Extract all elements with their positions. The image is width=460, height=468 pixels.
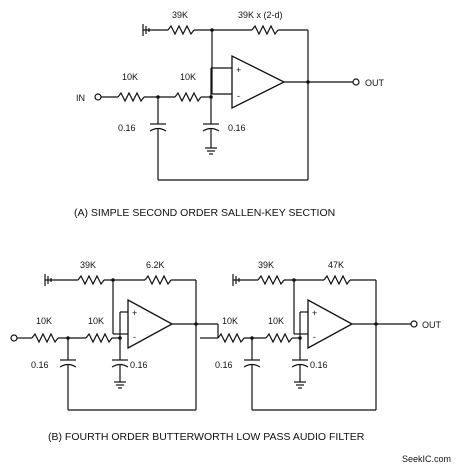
label-r-in1: 10K	[36, 316, 52, 326]
label-r-in1: 10K	[222, 316, 238, 326]
resistor-39k	[257, 274, 285, 286]
label-c1: 0.16	[118, 123, 136, 133]
label-r-in2: 10K	[180, 72, 196, 82]
output-terminal	[410, 320, 418, 328]
output-label: OUT	[422, 320, 442, 330]
label-r-fb1: 39K	[258, 260, 274, 270]
label-r-in2: 10K	[268, 316, 284, 326]
op-amp-minus: -	[313, 332, 316, 342]
label-r-fb1: 39K	[172, 10, 188, 20]
ground-icon	[44, 274, 78, 286]
op-amp	[231, 54, 286, 110]
ground-icon	[114, 381, 126, 389]
op-amp-plus: +	[132, 308, 137, 318]
label-r-fb2: 39K x (2-d)	[238, 10, 283, 20]
input-terminal	[94, 93, 102, 101]
resistor-6-2k	[144, 274, 172, 286]
op-amp-minus: -	[133, 332, 136, 342]
resistor-39k	[167, 24, 195, 36]
circuit-b-stage-2: + - OUT 39K 47K	[200, 260, 442, 411]
label-r-fb2: 47K	[328, 260, 344, 270]
watermark: SeekIC.com	[402, 454, 451, 464]
ground-icon	[232, 274, 258, 286]
resistor-10k-1	[217, 332, 245, 344]
output-label: OUT	[365, 78, 385, 88]
resistor-10k-1	[117, 91, 145, 103]
circuit-a: + - OUT IN 39	[76, 10, 385, 181]
op-amp	[307, 298, 354, 350]
label-c1: 0.16	[31, 360, 49, 370]
input-terminal	[10, 334, 18, 342]
label-c2: 0.16	[130, 360, 148, 370]
output-terminal	[352, 78, 360, 86]
caption-b: (B) FOURTH ORDER BUTTERWORTH LOW PASS AU…	[48, 431, 365, 443]
label-c2: 0.16	[310, 360, 328, 370]
resistor-10k-2	[85, 332, 113, 344]
label-r-fb1: 39K	[80, 260, 96, 270]
label-r-in2: 10K	[88, 316, 104, 326]
op-amp-plus: +	[236, 65, 241, 75]
resistor-10k-1	[31, 332, 59, 344]
label-c2: 0.16	[228, 123, 246, 133]
circuit-b-stage-1: + - 39K 6.2K 10K 10K	[10, 260, 218, 411]
op-amp-plus: +	[312, 308, 317, 318]
label-r-in1: 10K	[122, 72, 138, 82]
input-label: IN	[76, 93, 85, 103]
resistor-39k	[77, 274, 105, 286]
resistor-10k-2	[174, 91, 202, 103]
resistor-10k-2	[265, 332, 293, 344]
ground-icon	[142, 24, 168, 36]
op-amp	[127, 298, 174, 350]
resistor-47k	[323, 274, 351, 286]
label-c1: 0.16	[215, 360, 233, 370]
label-r-fb2: 6.2K	[146, 260, 165, 270]
ground-icon	[294, 381, 306, 389]
ground-icon	[205, 147, 217, 155]
resistor-39k-2d	[251, 24, 279, 36]
op-amp-minus: -	[237, 91, 240, 101]
caption-a: (A) SIMPLE SECOND ORDER SALLEN-KEY SECTI…	[74, 207, 335, 219]
